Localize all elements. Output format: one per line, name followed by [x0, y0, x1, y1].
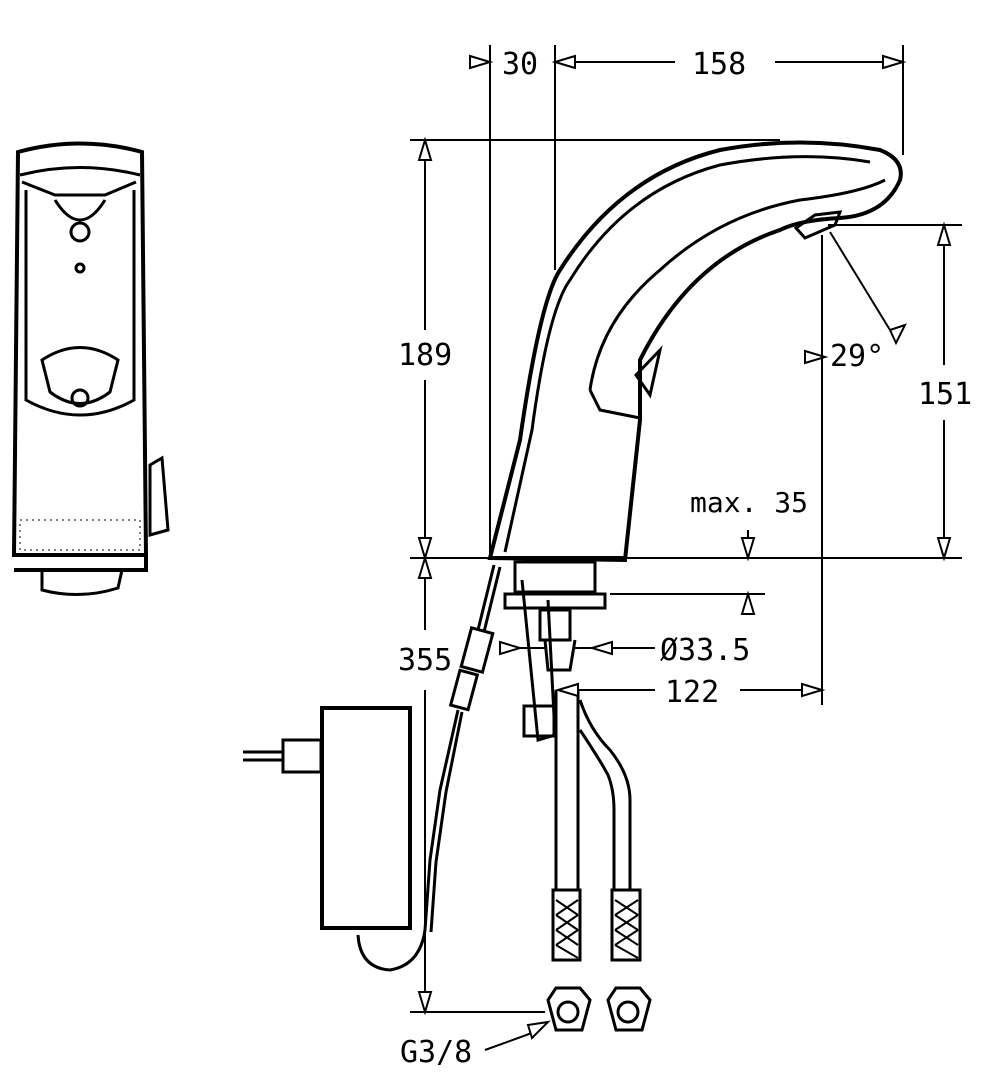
front-view	[11, 141, 170, 597]
dim-deck-thickness: max. 35	[690, 486, 808, 519]
dimension-labels: 30 158 189 151 29° max. 35 Ø33.5 355 122…	[398, 47, 972, 1070]
dim-thread: G3/8	[400, 1035, 472, 1070]
power-supply	[243, 564, 502, 972]
dim-spray-angle: 29°	[830, 339, 884, 374]
power-adapter-box	[320, 706, 412, 930]
dim-outlet-height: 151	[918, 377, 972, 412]
hex-nut-icon	[606, 986, 652, 1032]
dim-overhang: 30	[502, 47, 538, 82]
dimension-arrows	[417, 54, 952, 1040]
dim-reach: 158	[692, 47, 746, 82]
pattern-icon	[19, 519, 141, 551]
dim-height: 189	[398, 338, 452, 373]
supply-hoses	[546, 690, 652, 1032]
hex-nut-icon	[546, 986, 592, 1032]
dim-depth-total: 355	[398, 643, 452, 678]
dim-hole-diameter: Ø33.5	[660, 633, 750, 668]
dim-offset: 122	[665, 675, 719, 710]
side-view-faucet	[487, 140, 903, 742]
